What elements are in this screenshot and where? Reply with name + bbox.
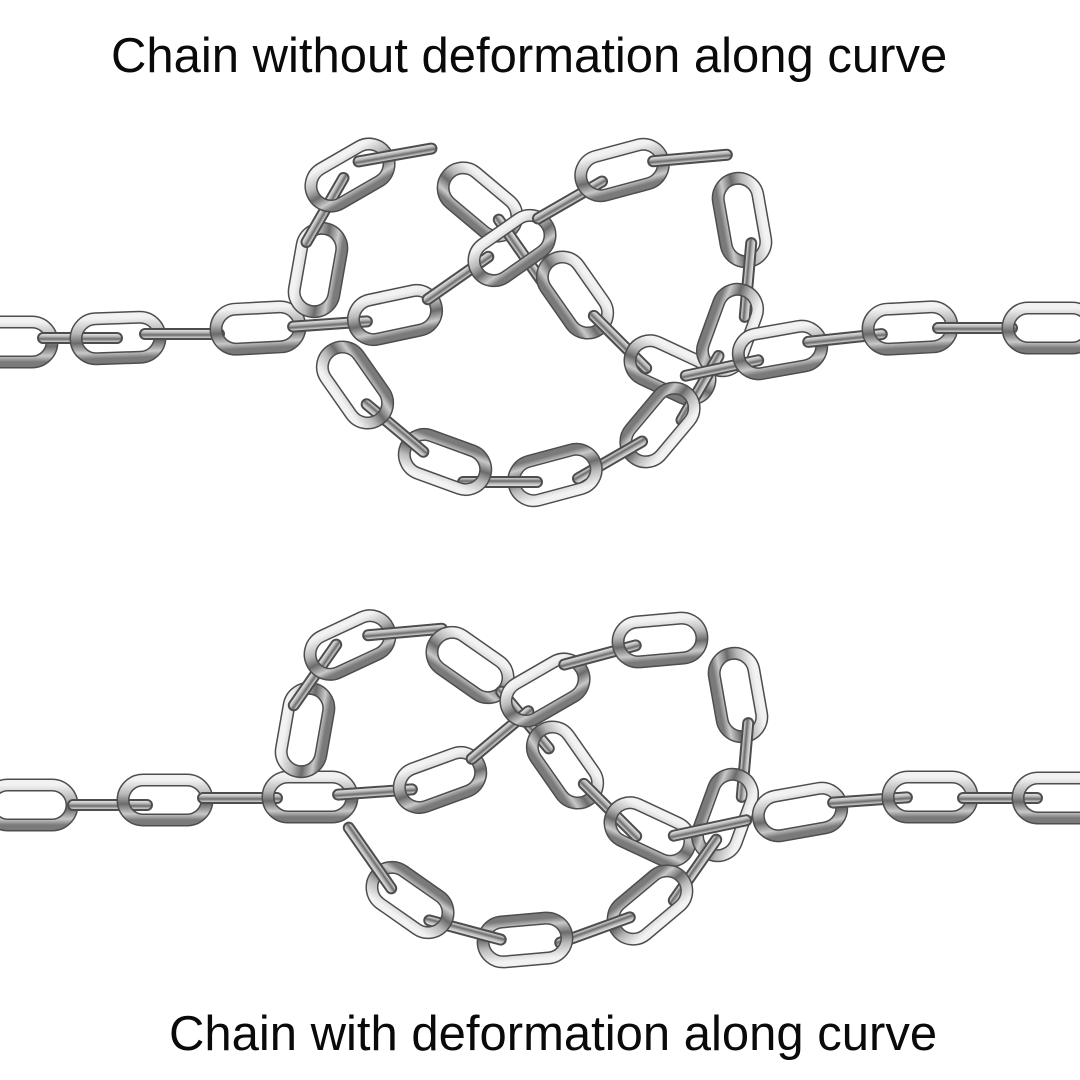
chain-links-bottom [0,609,1080,963]
chain-with-deformation-image [0,600,1080,1000]
chain-links-top [0,137,1080,506]
chain-without-deformation-image [0,120,1080,520]
caption-bottom: Chain with deformation along curve [169,1007,938,1061]
caption-top: Chain without deformation along curve [111,29,948,83]
